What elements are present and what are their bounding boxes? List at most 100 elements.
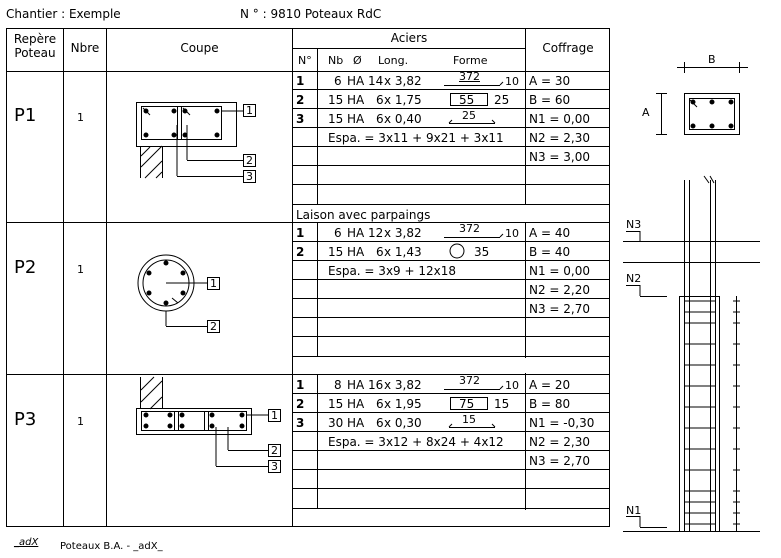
level-n2: N2 [626, 272, 642, 285]
forme-length: 25 [462, 109, 476, 122]
coffrage-value: N1 = 0,00 [529, 112, 591, 126]
forme-end: 35 [474, 245, 490, 259]
callout-2: 2 [271, 444, 278, 457]
forme-end: 10 [505, 227, 519, 240]
poteau-nbre: 1 [77, 111, 84, 124]
callout-3: 3 [271, 460, 278, 473]
forme-length: 372 [459, 374, 480, 387]
header-repere-line1: Repère [13, 32, 57, 46]
espacement: Espa. = 3x11 + 9x21 + 3x11 [328, 131, 504, 145]
acier-nb: 15 [328, 112, 344, 126]
header-repere-line2: Poteau [14, 46, 56, 60]
coffrage-value: N2 = 2,30 [529, 435, 591, 449]
coffrage-value: B = 40 [529, 245, 571, 259]
header-sub-long: Long. [378, 54, 409, 67]
acier-nb: 15 [328, 397, 344, 411]
header-sub-nb: Nb [328, 54, 344, 67]
acier-type: HA [347, 245, 365, 259]
callout-1: 1 [210, 277, 217, 290]
header-sub-no: N° [298, 54, 312, 67]
header-coffrage: Coffrage [542, 41, 594, 55]
acier-no: 3 [296, 416, 305, 430]
acier-type: HA [347, 93, 365, 107]
acier-long: x 0,40 [384, 112, 422, 126]
coffrage-value: A = 20 [529, 378, 571, 392]
acier-no: 1 [296, 74, 305, 88]
acier-nb: 15 [328, 245, 344, 259]
poteau-repere: P3 [14, 409, 37, 430]
header-nbre: Nbre [70, 41, 100, 55]
header-repere: Repère Poteau [7, 32, 63, 60]
level-n1: N1 [626, 504, 642, 517]
acier-diam: 6 [376, 93, 384, 107]
acier-type: HA [347, 74, 365, 88]
forme-end: 15 [494, 397, 510, 411]
acier-nb: 8 [334, 378, 342, 392]
callout-2: 2 [210, 320, 217, 333]
acier-long: x 3,82 [384, 378, 422, 392]
acier-nb: 6 [334, 226, 342, 240]
coffrage-value: N2 = 2,20 [529, 283, 591, 297]
coffrage-value: N2 = 2,30 [529, 131, 591, 145]
forme-end: 25 [494, 93, 510, 107]
coffrage-value: N3 = 3,00 [529, 150, 591, 164]
p1-section-drawing [136, 102, 256, 183]
callout-1: 1 [246, 104, 253, 117]
dimension-label-b: B [708, 53, 716, 66]
acier-diam: 6 [376, 112, 384, 126]
acier-long: x 1,75 [384, 93, 422, 107]
callout-3: 3 [246, 170, 253, 183]
acier-type: HA [347, 226, 365, 240]
footer-caption: Poteaux B.A. - _adX_ [60, 541, 163, 552]
coffrage-value: B = 60 [529, 93, 571, 107]
acier-diam: 12 [368, 226, 384, 240]
header-coupe: Coupe [180, 41, 219, 55]
acier-long: x 3,82 [384, 74, 422, 88]
coffrage-value: N3 = 2,70 [529, 454, 591, 468]
acier-long: x 0,30 [384, 416, 422, 430]
acier-nb: 30 [328, 416, 344, 430]
document-number: N ° : 9810 Poteaux RdC [240, 7, 382, 21]
dimension-ticks [733, 300, 740, 525]
note: Laison avec parpaings [296, 208, 431, 222]
acier-type: HA [347, 416, 365, 430]
acier-long: x 3,82 [384, 226, 422, 240]
acier-diam: 6 [376, 416, 384, 430]
coffrage-value: N1 = 0,00 [529, 264, 591, 278]
coffrage-value: A = 30 [529, 74, 571, 88]
espacement: Espa. = 3x9 + 12x18 [328, 264, 456, 278]
header-aciers: Aciers [390, 31, 428, 45]
callout-2: 2 [246, 154, 253, 167]
chantier-title: Chantier : Exemple [6, 7, 121, 21]
footer-logo: _adX [14, 537, 39, 548]
callout-1: 1 [271, 409, 278, 422]
p2-section-drawing [137, 254, 220, 333]
acier-no: 2 [296, 245, 305, 259]
acier-no: 2 [296, 397, 305, 411]
forme-sketches [444, 81, 504, 428]
acier-diam: 6 [376, 397, 384, 411]
forme-box-value: 55 [459, 93, 475, 107]
acier-type: HA [347, 397, 365, 411]
forme-length: 15 [462, 413, 476, 426]
poteau-repere: P1 [14, 105, 37, 126]
header-sub-forme: Forme [453, 54, 488, 67]
header-sub-diam: Ø [353, 54, 362, 67]
forme-length: 372 [459, 222, 480, 235]
coffrage-value: A = 40 [529, 226, 571, 240]
coffrage-value: B = 80 [529, 397, 571, 411]
acier-long: x 1,95 [384, 397, 422, 411]
level-n3: N3 [626, 218, 642, 231]
coffrage-value: N3 = 2,70 [529, 302, 591, 316]
forme-end: 10 [505, 75, 519, 88]
coffrage-value: N1 = -0,30 [529, 416, 595, 430]
acier-diam: 14 [368, 74, 384, 88]
elevation-drawing [623, 62, 760, 532]
acier-no: 1 [296, 226, 305, 240]
acier-no: 2 [296, 93, 305, 107]
p3-section-drawing [136, 376, 281, 473]
stirrups [684, 300, 716, 525]
espacement: Espa. = 3x12 + 8x24 + 4x12 [328, 435, 504, 449]
poteau-nbre: 1 [77, 415, 84, 428]
acier-diam: 6 [376, 245, 384, 259]
